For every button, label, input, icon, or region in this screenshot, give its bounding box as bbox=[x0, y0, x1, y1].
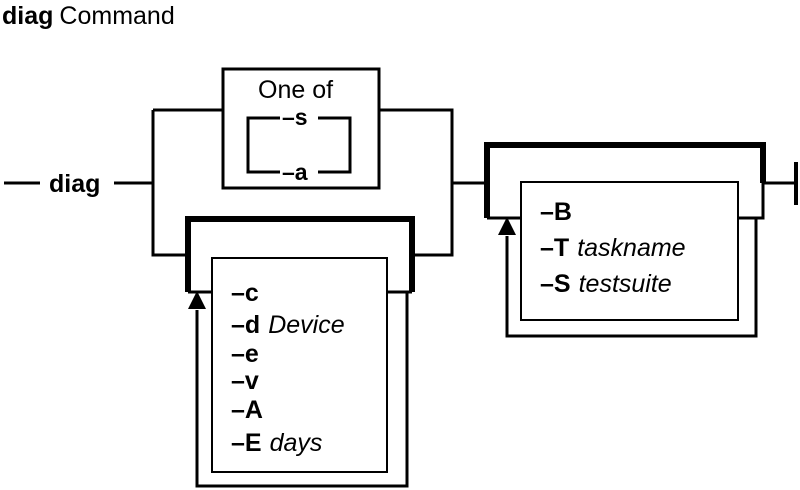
repeat-group-1-arrow-icon bbox=[188, 291, 206, 309]
option-s: –s bbox=[282, 104, 308, 130]
one-of-frame bbox=[221, 67, 381, 190]
repeat-group-2-link-right bbox=[738, 183, 765, 220]
repeat-group-2-arrow-icon bbox=[498, 217, 516, 235]
repeat-group-1-loop bbox=[195, 292, 409, 488]
repeat-group-2-thick-bar bbox=[484, 142, 766, 218]
command-keyword: diag bbox=[49, 170, 100, 198]
repeat-1-option-c: –c bbox=[231, 279, 259, 307]
repeat-2-option-B: –B bbox=[540, 198, 572, 226]
repeat-group-2-loop bbox=[505, 218, 758, 338]
group-join-right bbox=[379, 108, 454, 257]
one-of-branch-right bbox=[318, 116, 352, 174]
one-of-branch-left bbox=[246, 116, 280, 174]
repeat-1-option-v: –v bbox=[231, 367, 259, 395]
repeat-1-option-A: –A bbox=[231, 396, 263, 424]
title-command: diag bbox=[2, 2, 53, 30]
one-of-group: One of –s –a bbox=[221, 67, 381, 190]
repeat-group-1-box bbox=[211, 257, 388, 473]
one-of-heading: One of bbox=[258, 76, 333, 104]
group-split-left bbox=[151, 110, 188, 257]
title-suffix: Command bbox=[59, 2, 174, 30]
option-a: –a bbox=[282, 159, 308, 185]
repeat-group-2-box bbox=[520, 181, 739, 321]
repeat-group-1-thick-bar bbox=[185, 216, 415, 292]
repeat-1-option-e: –e bbox=[231, 340, 259, 368]
